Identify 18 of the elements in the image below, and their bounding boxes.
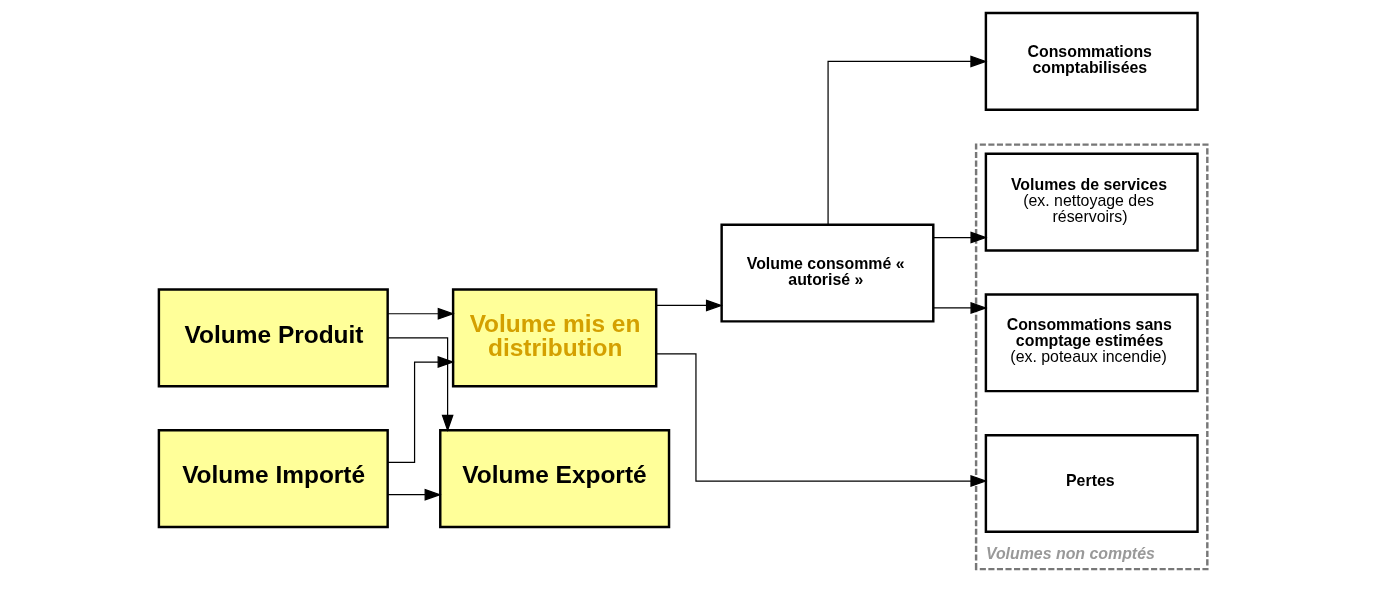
node-box: Consommations comptabilisées: [984, 11, 1199, 111]
arrow: [387, 307, 455, 320]
node-box: Pertes: [984, 433, 1199, 534]
node-box: Volume Produit: [157, 288, 389, 388]
node-box: Volumes de services (ex. nettoyage des réservoirs): [984, 152, 1199, 252]
arrow: [655, 299, 724, 312]
node-box: Volume Exporté: [439, 429, 671, 529]
arrow: [827, 55, 988, 226]
arrow: [387, 488, 442, 501]
node-box: Consommations sans comptage estimées (ex. poteaux incendie): [984, 293, 1199, 393]
node-box: Volume Importé: [157, 429, 389, 529]
arrow: [655, 353, 988, 488]
arrow: [932, 231, 988, 244]
arrow: [387, 356, 455, 464]
arrow: [932, 301, 988, 314]
node-box: Volume mis en distribution: [451, 288, 658, 388]
node-box: Volume consommé « autorisé »: [720, 223, 935, 323]
arrow: [387, 337, 454, 432]
